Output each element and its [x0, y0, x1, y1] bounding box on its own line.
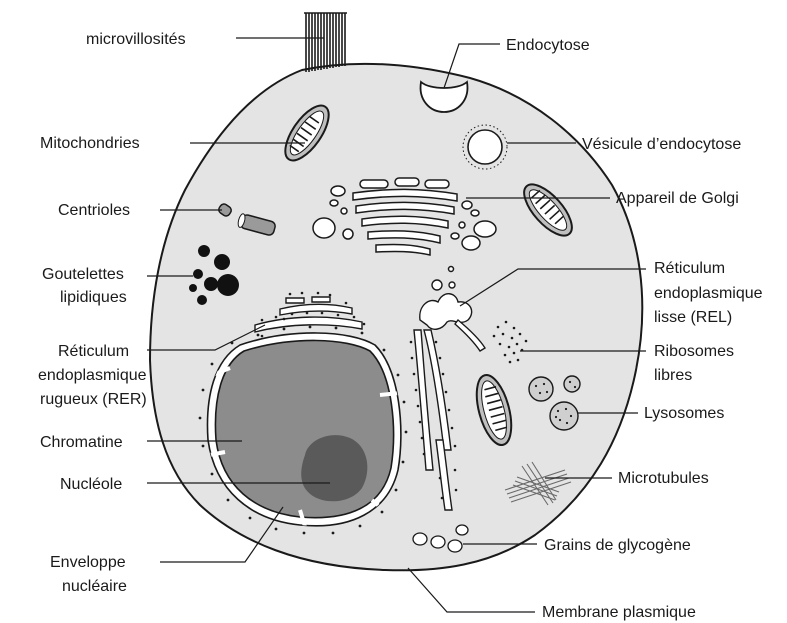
label-endocytose: Endocytose: [506, 37, 590, 54]
label-rel-line3: lisse (REL): [654, 309, 732, 326]
label-ribosomes: Ribosomes: [654, 343, 734, 360]
label-chromatine: Chromatine: [40, 434, 123, 451]
label-enveloppe: Enveloppe: [50, 554, 126, 571]
label-appareil-golgi: Appareil de Golgi: [616, 190, 739, 207]
label-nucleaire: nucléaire: [62, 578, 127, 595]
label-grains-glycogene: Grains de glycogène: [544, 537, 691, 554]
microvilli: [304, 13, 347, 72]
label-goutelettes: Goutelettes: [42, 266, 124, 283]
label-libres: libres: [654, 367, 692, 384]
label-nucleole: Nucléole: [60, 476, 122, 493]
label-microtubules: Microtubules: [618, 470, 709, 487]
label-membrane-plasmique: Membrane plasmique: [542, 604, 696, 621]
label-vesicule-endocytose: Vésicule d’endocytose: [582, 136, 741, 153]
label-rel-line1: Réticulum: [654, 260, 725, 277]
label-mitochondries: Mitochondries: [40, 135, 140, 152]
label-rer-line3: rugueux (RER): [40, 391, 147, 408]
label-lysosomes: Lysosomes: [644, 405, 724, 422]
label-rer-line2: endoplasmique: [38, 367, 147, 384]
nucleolus: [301, 435, 367, 501]
label-microvillosites: microvillosités: [86, 31, 186, 48]
cell-membrane: [150, 64, 642, 570]
label-centrioles: Centrioles: [58, 202, 130, 219]
label-rer-line1: Réticulum: [58, 343, 129, 360]
label-rel-line2: endoplasmique: [654, 285, 763, 302]
label-lipidiques: lipidiques: [60, 289, 127, 306]
